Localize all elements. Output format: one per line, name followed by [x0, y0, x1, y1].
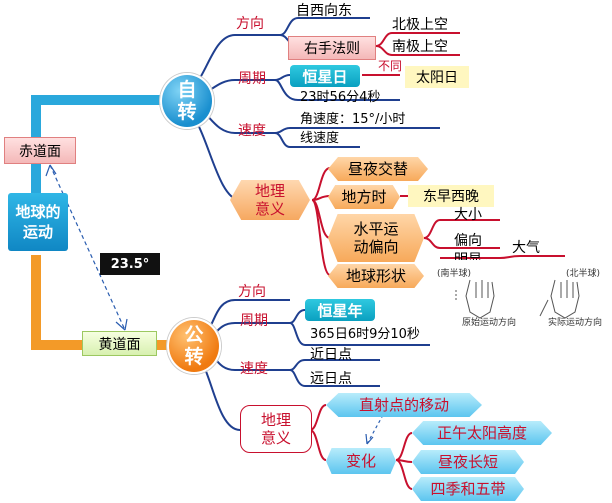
rotation-significance: 地理 意义 — [230, 180, 310, 220]
rotation-speed-label: 速度 — [238, 123, 266, 139]
subsolar-point-movement: 直射点的移动 — [326, 393, 482, 417]
revolution-period-value: 365日6时9分10秒 — [310, 327, 420, 342]
sidereal-year: 恒星年 — [305, 299, 375, 321]
deflection-obvious: 明显 — [454, 252, 482, 260]
atmosphere: 大气 — [512, 240, 540, 256]
day-night-alternation: 昼夜交替 — [328, 157, 428, 181]
noon-sun-altitude: 正午太阳高度 — [412, 421, 552, 445]
rotation-node: 自 转 — [160, 73, 214, 129]
center-node: 地球的 运动 — [8, 193, 68, 251]
seasons-and-zones: 四季和五带 — [412, 477, 524, 501]
revolution-node: 公 转 — [167, 318, 221, 374]
rotation-period-label: 周期 — [238, 71, 266, 87]
aphelion: 远日点 — [310, 371, 352, 387]
rotation-period-value: 23时56分4秒 — [300, 90, 381, 105]
rotation-direction-value: 自西向东 — [296, 3, 352, 19]
north-pole-view: 北极上空 — [392, 17, 448, 33]
deflection-size: 大小 — [454, 207, 482, 223]
ecliptic-plane: 黄道面 — [82, 331, 157, 356]
day-length: 昼夜长短 — [412, 450, 524, 474]
east-earlier-west-later: 东早西晚 — [408, 185, 494, 207]
actual-direction-label: 实际运动方向 — [548, 318, 603, 328]
original-direction-label: 原始运动方向 — [462, 318, 517, 328]
revolution-period-label: 周期 — [240, 313, 268, 329]
hand-icons — [455, 279, 580, 319]
linear-speed: 线速度 — [300, 131, 340, 146]
right-hand-rule: 右手法则 — [288, 36, 376, 60]
earth-shape: 地球形状 — [328, 264, 424, 288]
angular-speed: 角速度：15°/小时 — [300, 112, 406, 127]
equator-plane: 赤道面 — [4, 137, 76, 164]
northern-hemisphere-label: (北半球) — [566, 269, 601, 279]
revolution-significance: 地理 意义 — [240, 405, 312, 453]
rotation-direction-label: 方向 — [236, 16, 264, 32]
revolution-direction-label: 方向 — [238, 284, 266, 300]
sidereal-day: 恒星日 — [290, 65, 360, 87]
different-label: 不同 — [378, 59, 403, 73]
south-pole-view: 南极上空 — [392, 39, 448, 55]
southern-hemisphere-label: (南半球) — [437, 269, 472, 279]
change-node: 变化 — [326, 448, 396, 474]
deflection-direction: 偏向 — [454, 233, 482, 249]
perihelion: 近日点 — [310, 347, 352, 363]
tilt-angle-label: 23.5° — [100, 253, 160, 275]
solar-day: 太阳日 — [405, 66, 469, 88]
local-time: 地方时 — [328, 185, 400, 209]
horizontal-deflection: 水平运 动偏向 — [328, 214, 424, 262]
revolution-speed-label: 速度 — [240, 361, 268, 377]
